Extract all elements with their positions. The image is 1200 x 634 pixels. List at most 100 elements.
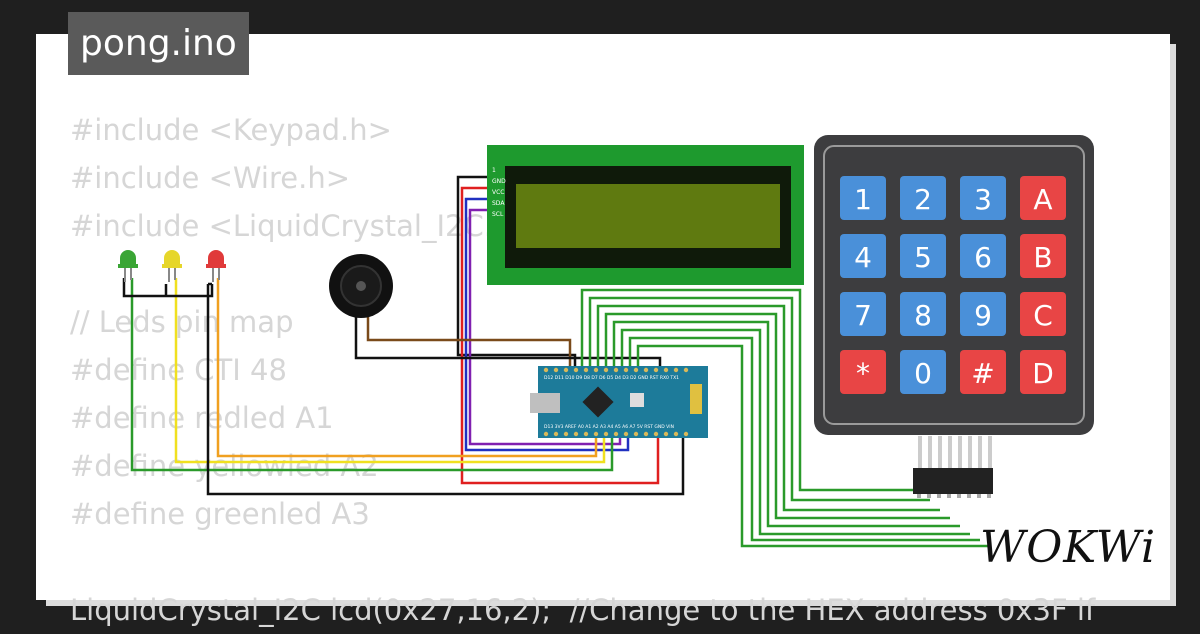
keypad-key-cap	[960, 292, 1006, 336]
keypad-key-label: *	[856, 357, 870, 390]
keypad-key[interactable]: #	[960, 350, 1006, 394]
keypad-key-cap	[1020, 350, 1066, 394]
wire-keypad-6	[620, 328, 970, 536]
keypad-key-label: 0	[914, 357, 932, 390]
connector-pin	[918, 436, 922, 468]
keypad-key[interactable]: 7	[840, 292, 886, 336]
wokwi-logo: WOKWi	[980, 522, 1157, 573]
code-line: LiquidCrystal_I2C lcd(0x27,16,2); //Chan…	[70, 593, 1096, 627]
arduino-pins	[543, 367, 689, 437]
keypad-key-label: 6	[974, 241, 992, 274]
led-bulb	[208, 250, 224, 264]
keypad-key-cap	[1020, 234, 1066, 278]
keypad-key[interactable]: *	[840, 350, 886, 394]
header-pin	[643, 367, 649, 373]
connector-pin-tip	[977, 494, 981, 498]
keypad-key-label: C	[1033, 299, 1053, 332]
header-pin	[583, 367, 589, 373]
keypad-key[interactable]: D	[1020, 350, 1066, 394]
led-bulb	[120, 250, 136, 264]
code-line: #include <Keypad.h>	[70, 113, 392, 147]
code-line: #define redled A1	[70, 401, 334, 435]
wire-buzzer-2	[354, 300, 662, 372]
keypad-key[interactable]: 3	[960, 176, 1006, 220]
connector-pin-tip	[957, 494, 961, 498]
led-rim	[118, 264, 138, 268]
keypad-key-cap	[840, 234, 886, 278]
buzzer-hole	[356, 281, 366, 291]
keypad-key[interactable]: 4	[840, 234, 886, 278]
wire-keypad-5	[612, 320, 960, 528]
keypad-key[interactable]: A	[1020, 176, 1066, 220]
keypad-connector	[913, 468, 993, 494]
keypad-key[interactable]: 0	[900, 350, 946, 394]
connector-pin	[958, 436, 962, 468]
keypad-key-label: 2	[914, 183, 932, 216]
keypad-key-label: 3	[974, 183, 992, 216]
keypad-key[interactable]: 6	[960, 234, 1006, 278]
keypad-key[interactable]: 8	[900, 292, 946, 336]
wire-keypad-1	[580, 288, 920, 492]
connector-pin-tip	[927, 494, 931, 498]
header-pin	[553, 367, 559, 373]
connector-pin	[988, 436, 992, 468]
keypad-frame	[823, 145, 1085, 425]
wires	[122, 175, 990, 548]
crystal	[690, 384, 702, 414]
wire-buzzer-1	[366, 300, 572, 372]
header-pin	[633, 431, 639, 437]
code-text: #include <Keypad.h>#include <Wire.h>#inc…	[70, 106, 1095, 634]
header-pin	[663, 367, 669, 373]
keypad-key-label: A	[1033, 183, 1052, 216]
header-pin	[653, 367, 659, 373]
arduino-top-pin-labels: D12 D11 D10 D9 D8 D7 D6 D5 D4 D3 D2 GND …	[544, 375, 679, 381]
header-pin	[583, 431, 589, 437]
led-bulb	[164, 250, 180, 264]
keypad-key[interactable]: 2	[900, 176, 946, 220]
keypad-connector-pins	[917, 436, 992, 498]
header-pin	[623, 367, 629, 373]
header-pin	[633, 367, 639, 373]
header-pin	[603, 431, 609, 437]
header-pin	[563, 367, 569, 373]
header-pin	[573, 367, 579, 373]
lcd-pin-label: 1	[492, 167, 496, 174]
keypad-key[interactable]: B	[1020, 234, 1066, 278]
keypad-key[interactable]: 9	[960, 292, 1006, 336]
header-pin	[673, 431, 679, 437]
lcd-screen	[516, 184, 780, 248]
keypad-key-cap	[840, 350, 886, 394]
keypad-key-label: 1	[854, 183, 872, 216]
keypad-key[interactable]: C	[1020, 292, 1066, 336]
connector-pin	[948, 436, 952, 468]
keypad-key[interactable]: 1	[840, 176, 886, 220]
header-pin	[683, 367, 689, 373]
wire-led-yellow	[174, 278, 606, 464]
wire-lcd-scl	[468, 208, 622, 446]
keypad-key-label: D	[1032, 357, 1054, 390]
keypad-key[interactable]: 5	[900, 234, 946, 278]
header-pin	[573, 431, 579, 437]
keypad-key-label: 4	[854, 241, 872, 274]
keypad-key-cap	[960, 234, 1006, 278]
connector-pin	[928, 436, 932, 468]
keypad-key-cap	[960, 350, 1006, 394]
lcd-pin-label: VCC	[492, 189, 504, 196]
keypad-key-label: #	[971, 357, 994, 390]
keypad-key-cap	[900, 234, 946, 278]
header-pin	[643, 431, 649, 437]
keypad-key-cap	[1020, 292, 1066, 336]
led-rim	[162, 264, 182, 268]
header-pin	[593, 367, 599, 373]
keypad-key-cap	[840, 176, 886, 220]
keypad-key-cap	[960, 176, 1006, 220]
connector-pin-tip	[917, 494, 921, 498]
connector-pin	[938, 436, 942, 468]
header-pin	[683, 431, 689, 437]
header-pin	[613, 367, 619, 373]
led-green	[118, 250, 138, 282]
